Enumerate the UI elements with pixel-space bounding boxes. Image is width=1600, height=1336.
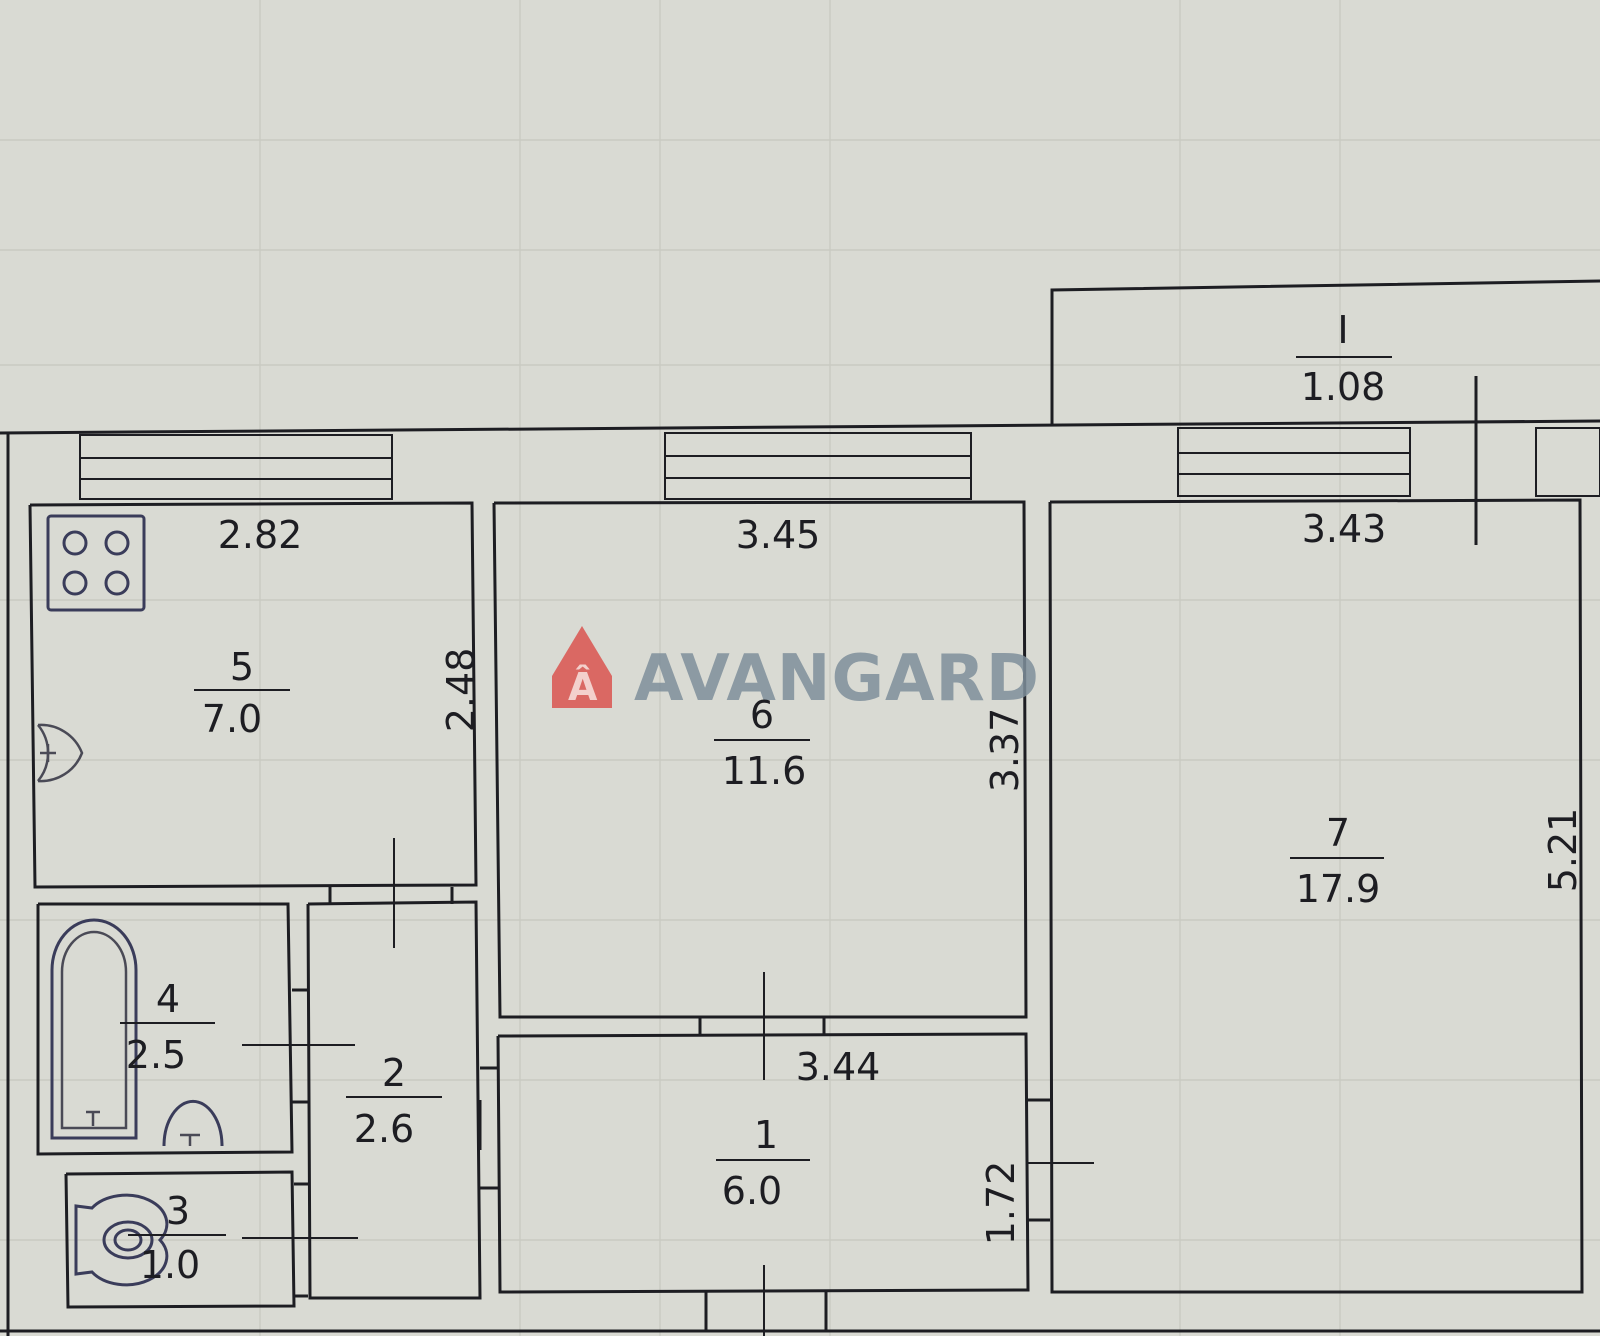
room-number: 4 — [156, 977, 180, 1021]
kitchen-sink-icon — [37, 723, 84, 783]
balcony-number: I — [1337, 308, 1348, 352]
dimension-room7-width: 3.43 — [1302, 507, 1387, 551]
fraction-bars — [120, 356, 1392, 1236]
dimension-hall-depth: 1.72 — [979, 1161, 1023, 1246]
bathtub-icon — [50, 918, 138, 1140]
stove-icon — [46, 514, 146, 612]
watermark-logo-letter: Â — [568, 665, 598, 709]
dimension-room6-width: 3.45 — [736, 513, 821, 557]
balcony-area: 1.08 — [1301, 365, 1386, 409]
window-kitchen — [79, 434, 393, 500]
toilet-icon — [74, 1193, 169, 1287]
watermark-text: AVANGARD — [634, 642, 1040, 716]
room-number: 3 — [166, 1189, 190, 1233]
dimension-room6-depth: 3.37 — [983, 708, 1027, 793]
watermark-house-icon — [552, 626, 612, 708]
room-number: 1 — [754, 1113, 778, 1157]
room-area: 2.5 — [126, 1033, 186, 1077]
balcony-outline — [1050, 279, 1600, 545]
window-room6 — [664, 432, 972, 500]
room-number: 2 — [382, 1051, 406, 1095]
dimension-kitchen-width: 2.82 — [218, 513, 303, 557]
room-area: 6.0 — [722, 1169, 782, 1213]
window-room7 — [1177, 427, 1600, 497]
room-area: 11.6 — [722, 749, 807, 793]
dimension-room7-depth: 5.21 — [1541, 808, 1585, 893]
room-walls — [28, 498, 1584, 1331]
watermark-logo: Â AVANGARD — [552, 626, 1040, 716]
room-area: 7.0 — [202, 697, 262, 741]
room-number: 5 — [230, 645, 254, 689]
room-number: 7 — [1326, 811, 1350, 855]
door-markers — [242, 838, 1094, 1336]
room-number: 6 — [750, 693, 774, 737]
washbasin-icon — [162, 1099, 224, 1147]
dimension-kitchen-depth: 2.48 — [439, 648, 483, 733]
room-area: 2.6 — [354, 1107, 414, 1151]
room-area: 17.9 — [1296, 867, 1381, 911]
outer-walls — [0, 419, 1600, 1336]
room-area: 1.0 — [140, 1243, 200, 1287]
dimension-hall-width: 3.44 — [796, 1045, 881, 1089]
